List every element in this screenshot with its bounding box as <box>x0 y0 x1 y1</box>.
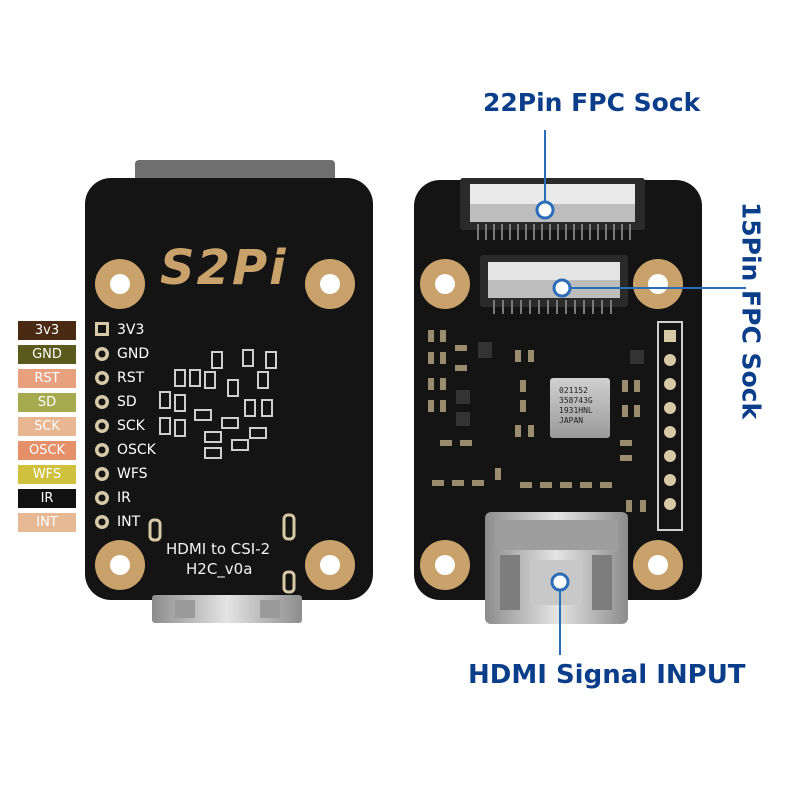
callout-hdmi-input: HDMI Signal INPUT <box>468 660 746 690</box>
pin-label-gnd: GND <box>117 346 150 362</box>
back-top-connector <box>135 160 335 182</box>
back-led-pad-bottom <box>282 570 296 594</box>
back-pin-pads <box>95 322 109 529</box>
legend-sd: SD <box>18 393 76 412</box>
pin-label-sd: SD <box>117 394 137 410</box>
pin-label-osck: OSCK <box>117 442 156 458</box>
front-mounting-holes <box>420 259 683 590</box>
chip-marking: 021152 358743G 1931HNL JAPAN <box>553 386 609 426</box>
pin-label-rst: RST <box>117 370 145 386</box>
back-led-pad-left <box>148 518 162 542</box>
legend-ir: IR <box>18 489 76 508</box>
callout-lines <box>544 130 746 655</box>
callout-22pin-fpc: 22Pin FPC Sock <box>483 88 701 117</box>
front-board <box>414 178 702 624</box>
pin-label-int: INT <box>117 514 141 530</box>
legend-sck: SCK <box>18 417 76 436</box>
front-pin-header <box>657 321 683 531</box>
pin-label-3v3: 3V3 <box>117 322 145 338</box>
chip-line-4: JAPAN <box>559 416 584 425</box>
legend-osck: OSCK <box>18 441 76 460</box>
fpc22-socket <box>460 178 645 240</box>
legend-3v3: 3v3 <box>18 321 76 340</box>
brand-logo: S2Pi <box>160 240 288 296</box>
callout-15pin-fpc: 15Pin FPC Sock <box>736 201 766 420</box>
bridge-chip <box>550 378 610 438</box>
callout-markers <box>535 200 572 592</box>
front-passives <box>428 330 646 512</box>
back-mounting-holes <box>95 259 355 590</box>
hdmi-connector <box>485 512 628 624</box>
board-name: HDMI to CSI-2 <box>166 540 271 558</box>
back-board <box>85 160 373 623</box>
chip-line-2: 358743G <box>559 396 593 405</box>
pin-label-wfs: WFS <box>117 466 148 482</box>
fpc15-socket <box>480 255 628 314</box>
legend-int: INT <box>18 513 76 532</box>
back-led-pad-right <box>282 513 296 541</box>
chip-line-3: 1931HNL <box>559 406 593 415</box>
chip-line-1: 021152 <box>559 386 588 395</box>
legend-gnd: GND <box>18 345 76 364</box>
legend-wfs: WFS <box>18 465 76 484</box>
pin-label-ir: IR <box>117 490 131 506</box>
legend-rst: RST <box>18 369 76 388</box>
board-version: H2C_v0a <box>186 560 253 578</box>
back-component-footprints <box>159 349 277 459</box>
pin-label-sck: SCK <box>117 418 145 434</box>
